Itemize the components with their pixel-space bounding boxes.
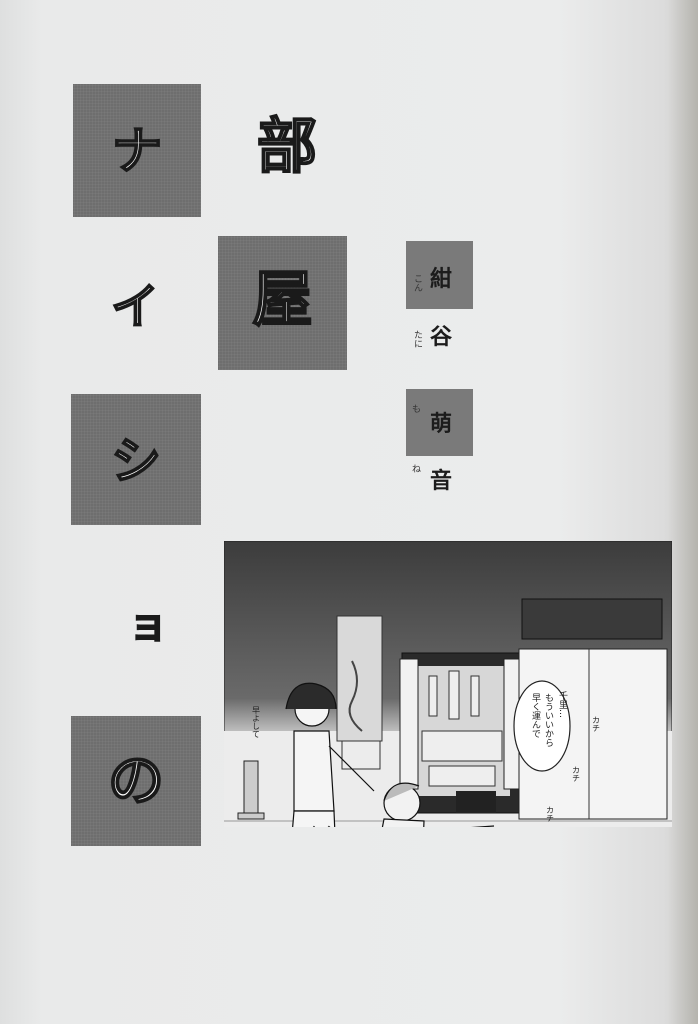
speech-bubble bbox=[513, 680, 571, 772]
sfx-gui: ぐい bbox=[319, 824, 351, 827]
author-tile-bottom bbox=[406, 389, 473, 456]
author-char-ne: 音 bbox=[430, 468, 453, 494]
title-tile-no bbox=[71, 716, 201, 846]
title-tile-heya bbox=[218, 236, 347, 370]
title-char-i: イ bbox=[110, 279, 160, 335]
sfx-kachi-2: カチ bbox=[572, 766, 581, 782]
title-char-no: の bbox=[107, 749, 165, 814]
title-char-na: ナ bbox=[111, 122, 163, 180]
title-tile-na bbox=[73, 84, 201, 217]
sfx-kachi-1: カチ bbox=[592, 716, 601, 732]
speech-line-2: もういいから bbox=[543, 693, 554, 747]
standing-figure bbox=[285, 682, 375, 827]
speech-line-1: 千里… bbox=[557, 691, 568, 718]
speech-line-3: 早く運んで bbox=[530, 693, 541, 738]
title-char-bu: 部 bbox=[256, 112, 318, 182]
author-tile-top bbox=[406, 241, 473, 309]
title-char-yo: ヨ bbox=[131, 609, 165, 647]
panel-illustration: 千里… もういいから 早く運んで カチ カチ カチ bbox=[224, 541, 672, 827]
author-ruby-mo: も bbox=[412, 405, 422, 415]
sfx-kachi-3: カチ bbox=[546, 806, 555, 822]
author-ruby-tani: たに bbox=[412, 330, 422, 348]
title-char-ya: 屋 bbox=[252, 265, 314, 335]
title-tile-shi bbox=[71, 394, 201, 525]
page-spine-shadow bbox=[668, 0, 698, 1024]
author-char-tani: 谷 bbox=[430, 324, 453, 350]
author-ruby-kon: こん bbox=[412, 274, 422, 292]
side-note: 早よして bbox=[252, 706, 261, 738]
kneeling-figure bbox=[381, 782, 495, 827]
manga-panel: 千里… もういいから 早く運んで カチ カチ カチ bbox=[224, 541, 672, 827]
hanging-scroll bbox=[336, 615, 383, 742]
author-char-kon: 紺 bbox=[430, 266, 453, 292]
author-char-mo: 萌 bbox=[430, 411, 453, 437]
title-char-shi: シ bbox=[110, 432, 162, 490]
author-ruby-ne: ね bbox=[412, 465, 422, 475]
